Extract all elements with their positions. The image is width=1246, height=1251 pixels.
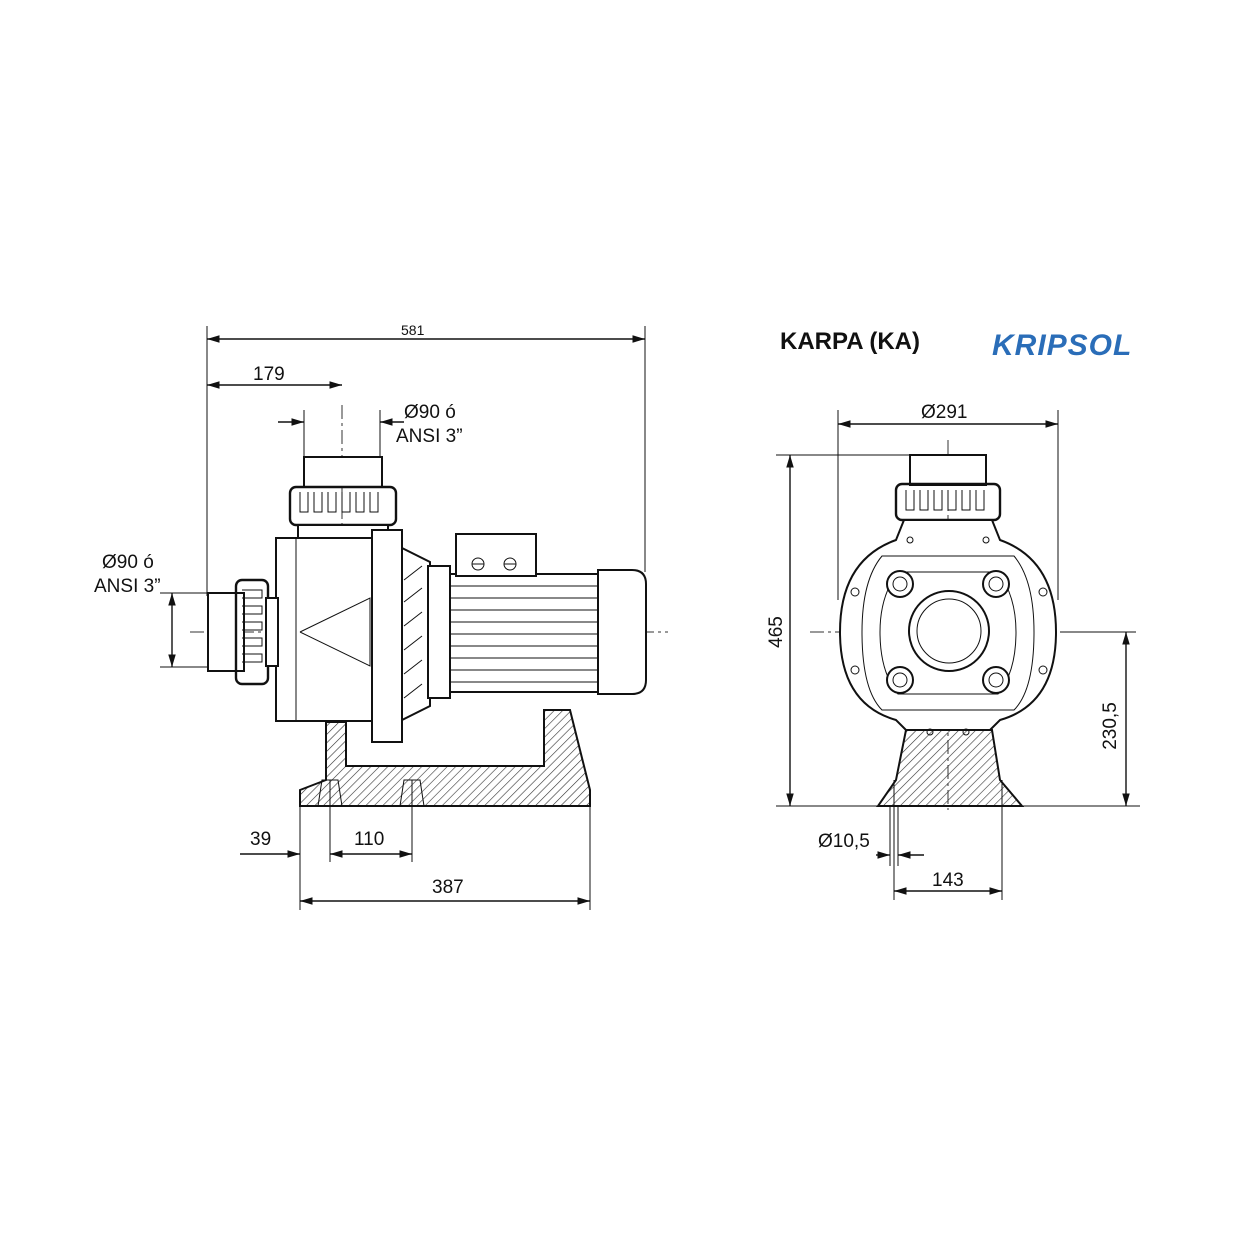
dim-top-port-diameter: Ø90 ó [404, 402, 456, 423]
pump-base [299, 709, 591, 807]
front-base [876, 729, 1025, 807]
front-inlet-port [908, 590, 990, 672]
front-top-pipe [909, 454, 987, 486]
dim-base-length: 387 [432, 877, 464, 898]
front-view-dimensions: Ø291 465 230,5 Ø10,5 143 [766, 402, 1140, 900]
dim-mount-hole-diameter: Ø10,5 [818, 831, 870, 852]
dim-side-port-diameter: Ø90 ó [102, 552, 154, 573]
dim-overall-length: 581 [401, 322, 425, 338]
motor-adapter [427, 565, 451, 699]
motor-lantern [401, 546, 431, 722]
pump-housing [275, 537, 375, 722]
side-view-dimensions: 581 179 Ø90 ó ANSI 3” Ø90 ó ANSI 3” 39 1… [94, 322, 646, 910]
top-union-nut [288, 485, 398, 527]
dim-axis-height: 230,5 [1100, 702, 1121, 750]
front-view [810, 440, 1080, 810]
dim-mount-hole-spacing: 110 [354, 829, 384, 850]
dim-inlet-offset: 179 [253, 364, 285, 385]
dim-overall-height: 465 [766, 616, 787, 648]
product-title: KARPA (KA) [780, 328, 920, 355]
dim-base-edge-offset: 39 [250, 829, 271, 850]
dim-base-hole-spacing: 143 [932, 870, 964, 891]
pump-flange [371, 529, 403, 743]
side-inlet-collar [265, 597, 279, 667]
top-outlet-pipe [303, 456, 383, 488]
terminal-box [455, 533, 537, 577]
motor-body [449, 573, 599, 693]
side-view [190, 405, 668, 807]
dim-top-port-ansi: ANSI 3” [396, 426, 463, 447]
dim-side-port-ansi: ANSI 3” [94, 576, 161, 597]
side-inlet-pipe [207, 592, 245, 672]
motor-fan-cover [597, 569, 647, 695]
kripsol-logo: KRIPSOL [992, 329, 1132, 362]
dim-flange-diameter: Ø291 [921, 402, 967, 423]
brand-wordmark: KRIPSOL [992, 329, 1132, 362]
